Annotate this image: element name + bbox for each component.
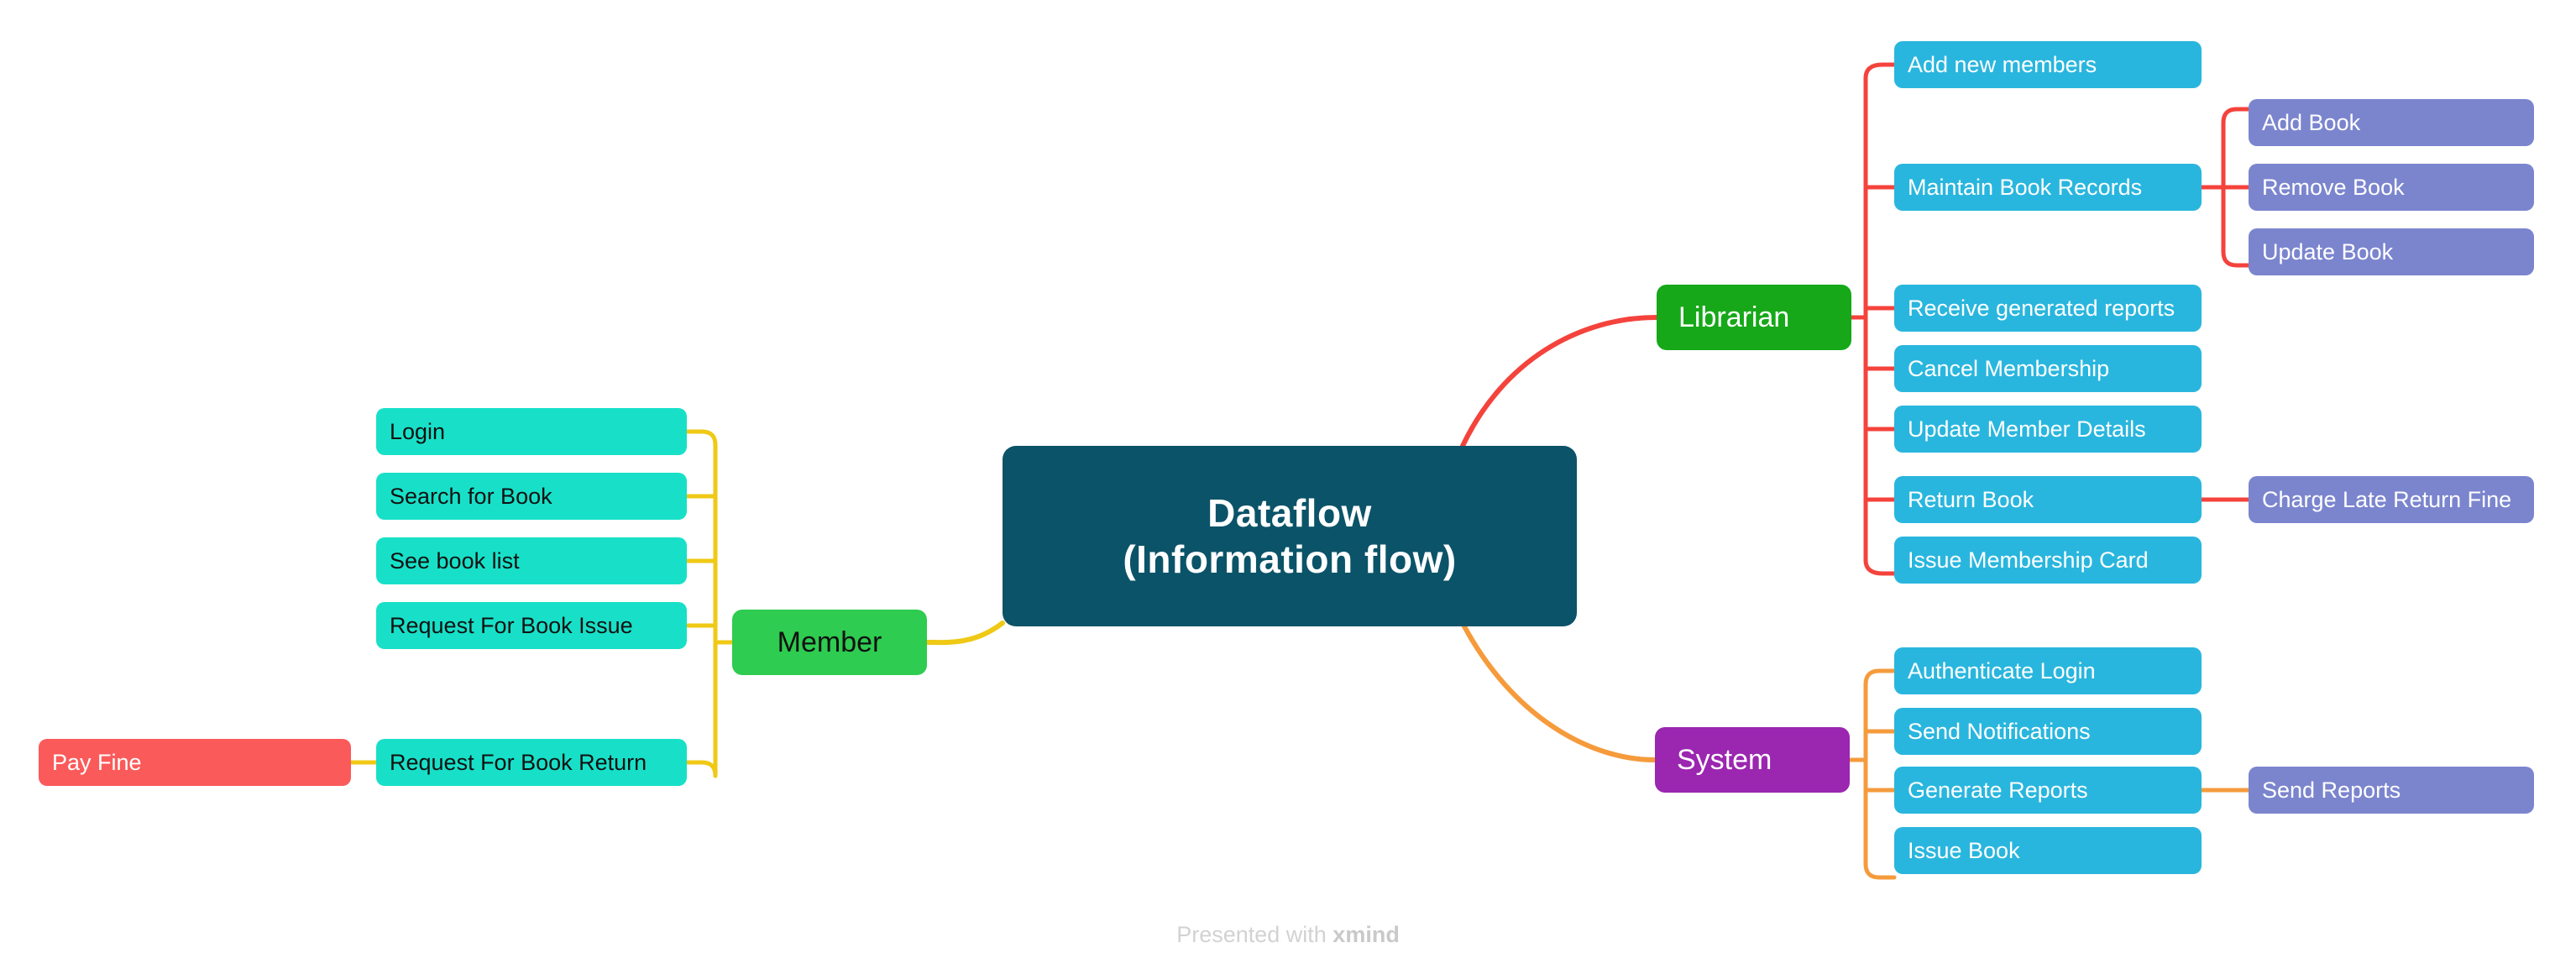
topic-label: Send Reports: [2262, 777, 2401, 803]
topic-label: Issue Membership Card: [1908, 547, 2149, 573]
topic-label: Remove Book: [2262, 174, 2405, 200]
branch-label-system: System: [1677, 743, 1772, 776]
topic-request-for-book-return[interactable]: Request For Book Return: [376, 739, 687, 786]
topic-add-book[interactable]: Add Book: [2249, 99, 2534, 146]
topic-label: Charge Late Return Fine: [2262, 486, 2512, 512]
root-title-line2: (Information flow): [1123, 537, 1457, 581]
branch-node-librarian[interactable]: Librarian: [1657, 285, 1851, 350]
topic-generate-reports[interactable]: Generate Reports: [1894, 767, 2202, 814]
topic-label: Add Book: [2262, 109, 2361, 135]
topic-label: Authenticate Login: [1908, 657, 2096, 683]
link-member-login: [684, 429, 718, 448]
topic-label: Login: [390, 418, 446, 444]
topic-authenticate-login[interactable]: Authenticate Login: [1894, 647, 2202, 694]
topic-send-reports[interactable]: Send Reports: [2249, 767, 2534, 814]
topic-issue-book[interactable]: Issue Book: [1894, 827, 2202, 874]
topic-request-for-book-issue[interactable]: Request For Book Issue: [376, 602, 687, 649]
topic-cancel-membership[interactable]: Cancel Membership: [1894, 345, 2202, 392]
link-member-request-book-return: [684, 760, 718, 778]
link-system-authenticate-login: [1863, 668, 1897, 687]
topic-add-new-members[interactable]: Add new members: [1894, 41, 2202, 88]
root-title-line1: Dataflow: [1207, 491, 1372, 536]
topic-label: Receive generated reports: [1908, 295, 2175, 321]
link-maintain-add-book: [2221, 107, 2251, 125]
topic-login[interactable]: Login: [376, 408, 687, 455]
link-librarian-add-new-members: [1863, 62, 1897, 81]
topic-label: Update Member Details: [1908, 416, 2146, 442]
topic-label: Update Book: [2262, 238, 2394, 264]
topic-update-book[interactable]: Update Book: [2249, 228, 2534, 275]
branch-node-member[interactable]: Member: [732, 610, 927, 675]
topic-send-notifications[interactable]: Send Notifications: [1894, 708, 2202, 755]
topic-label: Issue Book: [1908, 837, 2020, 863]
topic-label: Maintain Book Records: [1908, 174, 2143, 200]
footer-text: Presented with: [1176, 922, 1333, 947]
topic-label: Send Notifications: [1908, 718, 2091, 744]
branch-node-system[interactable]: System: [1655, 727, 1850, 793]
footer-brand: xmind: [1333, 922, 1400, 947]
topic-search-for-book[interactable]: Search for Book: [376, 473, 687, 520]
topic-label: Generate Reports: [1908, 777, 2088, 803]
topic-label: Request For Book Return: [390, 749, 647, 775]
topic-label: Cancel Membership: [1908, 355, 2110, 381]
topic-pay-fine[interactable]: Pay Fine: [39, 739, 351, 786]
link-root-member: [924, 621, 1005, 646]
topic-see-book-list[interactable]: See book list: [376, 537, 687, 584]
topic-label: Request For Book Issue: [390, 612, 633, 638]
link-root-librarian: [1460, 315, 1659, 448]
topic-label: See book list: [390, 547, 520, 573]
branch-label-librarian: Librarian: [1678, 301, 1790, 333]
topic-remove-book[interactable]: Remove Book: [2249, 164, 2534, 211]
root-node[interactable]: Dataflow (Information flow): [1003, 446, 1577, 626]
link-librarian-issue-membership-card: [1863, 558, 1897, 576]
topic-label: Add new members: [1908, 51, 2097, 77]
branch-label-member: Member: [777, 626, 882, 658]
topic-return-book[interactable]: Return Book: [1894, 476, 2202, 523]
topic-label: Return Book: [1908, 486, 2034, 512]
topic-label: Search for Book: [390, 483, 552, 509]
topic-label: Pay Fine: [52, 749, 142, 775]
footer-attribution: Presented with xmind: [0, 922, 2576, 948]
topic-maintain-book-records[interactable]: Maintain Book Records: [1894, 164, 2202, 211]
link-root-system: [1462, 624, 1657, 762]
topic-update-member-details[interactable]: Update Member Details: [1894, 406, 2202, 453]
topic-issue-membership-card[interactable]: Issue Membership Card: [1894, 537, 2202, 584]
topic-charge-late-return-fine[interactable]: Charge Late Return Fine: [2249, 476, 2534, 523]
topic-receive-generated-reports[interactable]: Receive generated reports: [1894, 285, 2202, 332]
link-system-issue-book: [1863, 861, 1897, 880]
link-maintain-update-book: [2221, 249, 2251, 268]
